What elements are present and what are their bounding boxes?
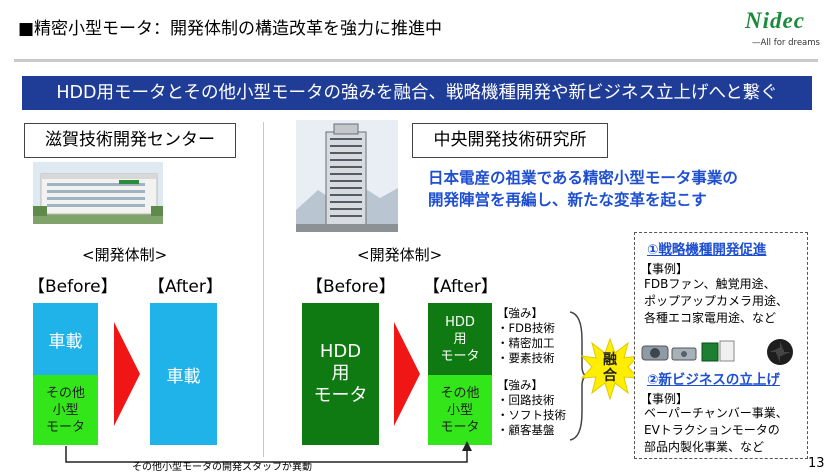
central-after-other-motors: その他 小型 モータ <box>428 375 492 445</box>
central-headline: 日本電産の祖業である精密小型モータ事業の 開発陣営を再編し、新たな変革を起こす <box>428 169 738 209</box>
strategic-dev-examples: FDBファン、触覚用途、 ポップアップカメラ用途、 各種エコ家電用途、など <box>644 277 789 325</box>
haptic-module-image <box>671 347 697 361</box>
staff-transfer-note: その他小型モータの開発スタッフが異動 <box>132 462 312 473</box>
central-transition-arrow <box>394 322 420 426</box>
product-images <box>641 339 793 365</box>
shiga-building-photo <box>33 162 163 224</box>
new-business-examples: ベーパーチャンバー事業、 EVトラクションモータの 部品内製化事業、など <box>644 406 788 454</box>
strengths-other-list: 【強み】 ・回路技術 ・ソフト技術 ・顧客基盤 <box>497 378 566 437</box>
page-title: ■精密小型モータ：開発体制の構造改革を強力に推進中 <box>18 19 443 39</box>
new-business-case-label: 【事例】 <box>640 392 689 406</box>
shiga-dev-system-label: <開発体制> <box>82 246 168 264</box>
summary-banner: HDD用モータとその他小型モータの強みを融合、戦略機種開発や新ビジネス立上げへと… <box>22 76 812 110</box>
central-after-block: HDD 用 モータ その他 小型 モータ <box>428 303 492 445</box>
nidec-logo: Nidec <box>745 8 805 33</box>
header-rule <box>14 59 818 62</box>
fusion-burst-icon <box>581 338 639 400</box>
fdb-fan-image <box>641 345 669 361</box>
staff-transfer-arrow <box>65 441 472 463</box>
new-business-title: ②新ビジネスの立上げ <box>647 372 780 388</box>
central-after-label: 【After】 <box>423 277 498 297</box>
central-after-hdd-motor: HDD 用 モータ <box>428 303 492 375</box>
shiga-before-automotive: 車載 <box>33 303 98 375</box>
central-before-label: 【Before】 <box>306 277 396 297</box>
shiga-after-label: 【After】 <box>148 277 223 297</box>
shiga-before-other-motors: その他 小型 モータ <box>33 375 98 445</box>
logo-tagline: —All for dreams <box>752 38 820 48</box>
strengths-hdd-list: 【強み】 ・FDB技術 ・精密加工 ・要素技術 <box>497 306 555 365</box>
strategic-dev-case-label: 【事例】 <box>640 262 689 276</box>
section-divider <box>263 122 264 457</box>
central-before-hdd-motor: HDD 用 モータ <box>302 303 379 445</box>
strategic-dev-title: ①戦略機種開発促進 <box>647 242 767 258</box>
page-number: 13 <box>808 456 825 471</box>
shiga-before-block: 車載 その他 小型 モータ <box>33 303 98 445</box>
camera-actuator-image <box>701 340 735 362</box>
shiga-before-label: 【Before】 <box>28 277 118 297</box>
shiga-after-automotive: 車載 <box>150 303 217 445</box>
shiga-center-label: 滋賀技術開発センター <box>24 123 236 158</box>
fusion-label: 融 合 <box>603 352 617 384</box>
central-lab-label: 中央開発技術研究所 <box>412 123 608 158</box>
central-tower-photo <box>296 120 398 232</box>
shiga-transition-arrow <box>114 322 140 426</box>
eco-appliance-fan-image <box>767 339 793 365</box>
central-dev-system-label: <開発体制> <box>357 246 443 264</box>
